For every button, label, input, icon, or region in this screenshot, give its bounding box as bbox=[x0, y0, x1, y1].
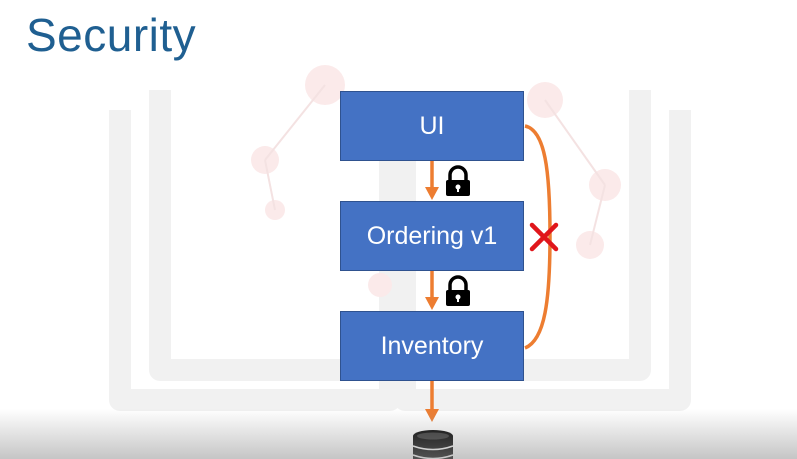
ordering-service-box: Ordering v1 bbox=[340, 201, 524, 271]
arrow-ui-to-ordering bbox=[425, 161, 439, 200]
ui-service-box: UI bbox=[340, 91, 524, 161]
lock-icon bbox=[446, 165, 470, 196]
lock-icon bbox=[446, 275, 470, 306]
blocked-x-icon bbox=[529, 222, 559, 252]
ui-service-label: UI bbox=[419, 111, 445, 140]
bottom-shadow bbox=[0, 409, 797, 459]
arrow-ordering-to-inventory bbox=[425, 271, 439, 310]
inventory-service-box: Inventory bbox=[340, 311, 524, 381]
inventory-service-label: Inventory bbox=[380, 331, 484, 360]
bypass-connection bbox=[524, 124, 552, 350]
ordering-service-label: Ordering v1 bbox=[366, 221, 498, 250]
slide-title: Security bbox=[26, 9, 197, 61]
